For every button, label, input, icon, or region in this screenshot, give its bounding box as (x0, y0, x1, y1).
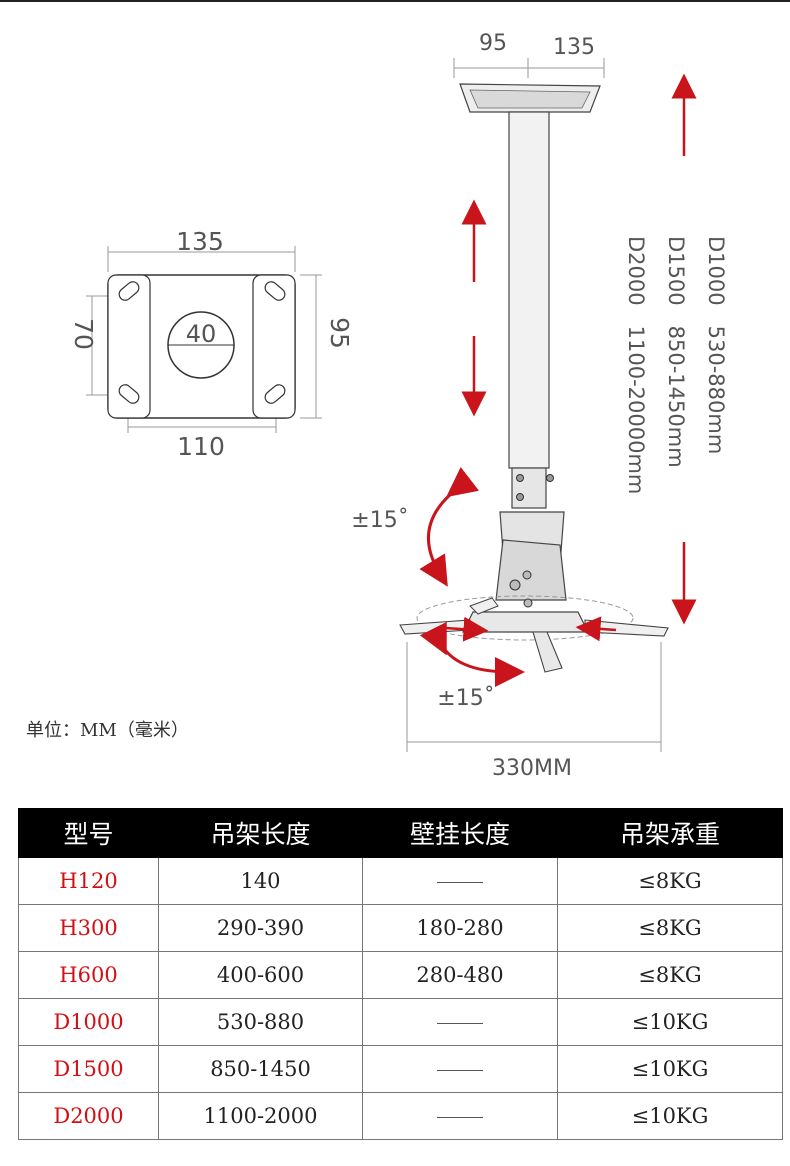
top-border (0, 0, 790, 2)
wall-length-cell (362, 1092, 558, 1140)
model-cell: D2000 (18, 1092, 159, 1140)
mounting-plate-drawing: 135 95 70 110 40 (69, 227, 354, 461)
table-row: D2000 1100-2000 ≤10KG (18, 1092, 783, 1140)
plate-center-hole-label: 40 (186, 320, 217, 348)
mount-diagram: 135 95 70 110 40 95 135 (69, 31, 728, 781)
model-cell: D1000 (18, 998, 159, 1046)
table-row: H300 290-390 180-280 ≤8KG (18, 904, 783, 952)
ceiling-length-cell: 850-1450 (158, 1045, 363, 1093)
top-dim-right-label: 135 (553, 35, 595, 60)
unit-note: 单位：MM（毫米） (26, 720, 189, 741)
ceiling-length-cell: 400-600 (158, 951, 363, 999)
plate-width-label: 135 (176, 227, 224, 256)
table-header-row: 型号 吊架长度 壁挂长度 吊架承重 (18, 808, 783, 858)
model-cell: H300 (18, 904, 159, 952)
empty-dash (437, 882, 483, 883)
empty-dash (437, 1117, 483, 1118)
tilt-angle-label: ±15˚ (351, 508, 408, 533)
table-row: H600 400-600 280-480 ≤8KG (18, 951, 783, 999)
length-spec-d1000: D1000 530-880mm (704, 236, 728, 454)
load-cell: ≤8KG (557, 951, 783, 999)
model-cell: H120 (18, 857, 159, 905)
load-cell: ≤8KG (557, 857, 783, 905)
ceiling-length-cell: 1100-2000 (158, 1092, 363, 1140)
length-spec-d1500: D1500 850-1450mm (664, 236, 688, 468)
plate-inner-height-label: 70 (69, 318, 98, 350)
model-cell: H600 (18, 951, 159, 999)
load-cell: ≤8KG (557, 904, 783, 952)
wall-length-cell: 280-480 (362, 951, 558, 999)
length-spec-d2000: D2000 1100-20000mm (624, 236, 648, 494)
wall-length-cell (362, 857, 558, 905)
ceiling-length-cell: 290-390 (158, 904, 363, 952)
header-model: 型号 (18, 808, 159, 858)
empty-dash (437, 1070, 483, 1071)
top-dim-left-label: 95 (479, 31, 507, 56)
load-cell: ≤10KG (557, 998, 783, 1046)
table-row: D1500 850-1450 ≤10KG (18, 1045, 783, 1093)
model-cell: D1500 (18, 1045, 159, 1093)
table-row: H120 140 ≤8KG (18, 857, 783, 905)
header-load: 吊架承重 (557, 808, 783, 858)
plate-hole-spacing-label: 110 (177, 432, 225, 461)
ceiling-length-cell: 530-880 (158, 998, 363, 1046)
load-cell: ≤10KG (557, 1092, 783, 1140)
wall-length-cell (362, 998, 558, 1046)
spread-width-label: 330MM (492, 756, 572, 781)
wall-length-cell: 180-280 (362, 904, 558, 952)
load-cell: ≤10KG (557, 1045, 783, 1093)
ceiling-mount-drawing: 95 135 330MM ±15˚ ±1 (351, 31, 728, 781)
spec-table: 型号 吊架长度 壁挂长度 吊架承重 H120 140 ≤8KG H300 290… (18, 808, 783, 1140)
swivel-angle-label: ±15˚ (437, 686, 494, 711)
header-ceiling-length: 吊架长度 (158, 808, 363, 858)
header-wall-length: 壁挂长度 (362, 808, 558, 858)
table-row: D1000 530-880 ≤10KG (18, 998, 783, 1046)
plate-height-label: 95 (325, 317, 354, 349)
wall-length-cell (362, 1045, 558, 1093)
empty-dash (437, 1023, 483, 1024)
ceiling-length-cell: 140 (158, 857, 363, 905)
